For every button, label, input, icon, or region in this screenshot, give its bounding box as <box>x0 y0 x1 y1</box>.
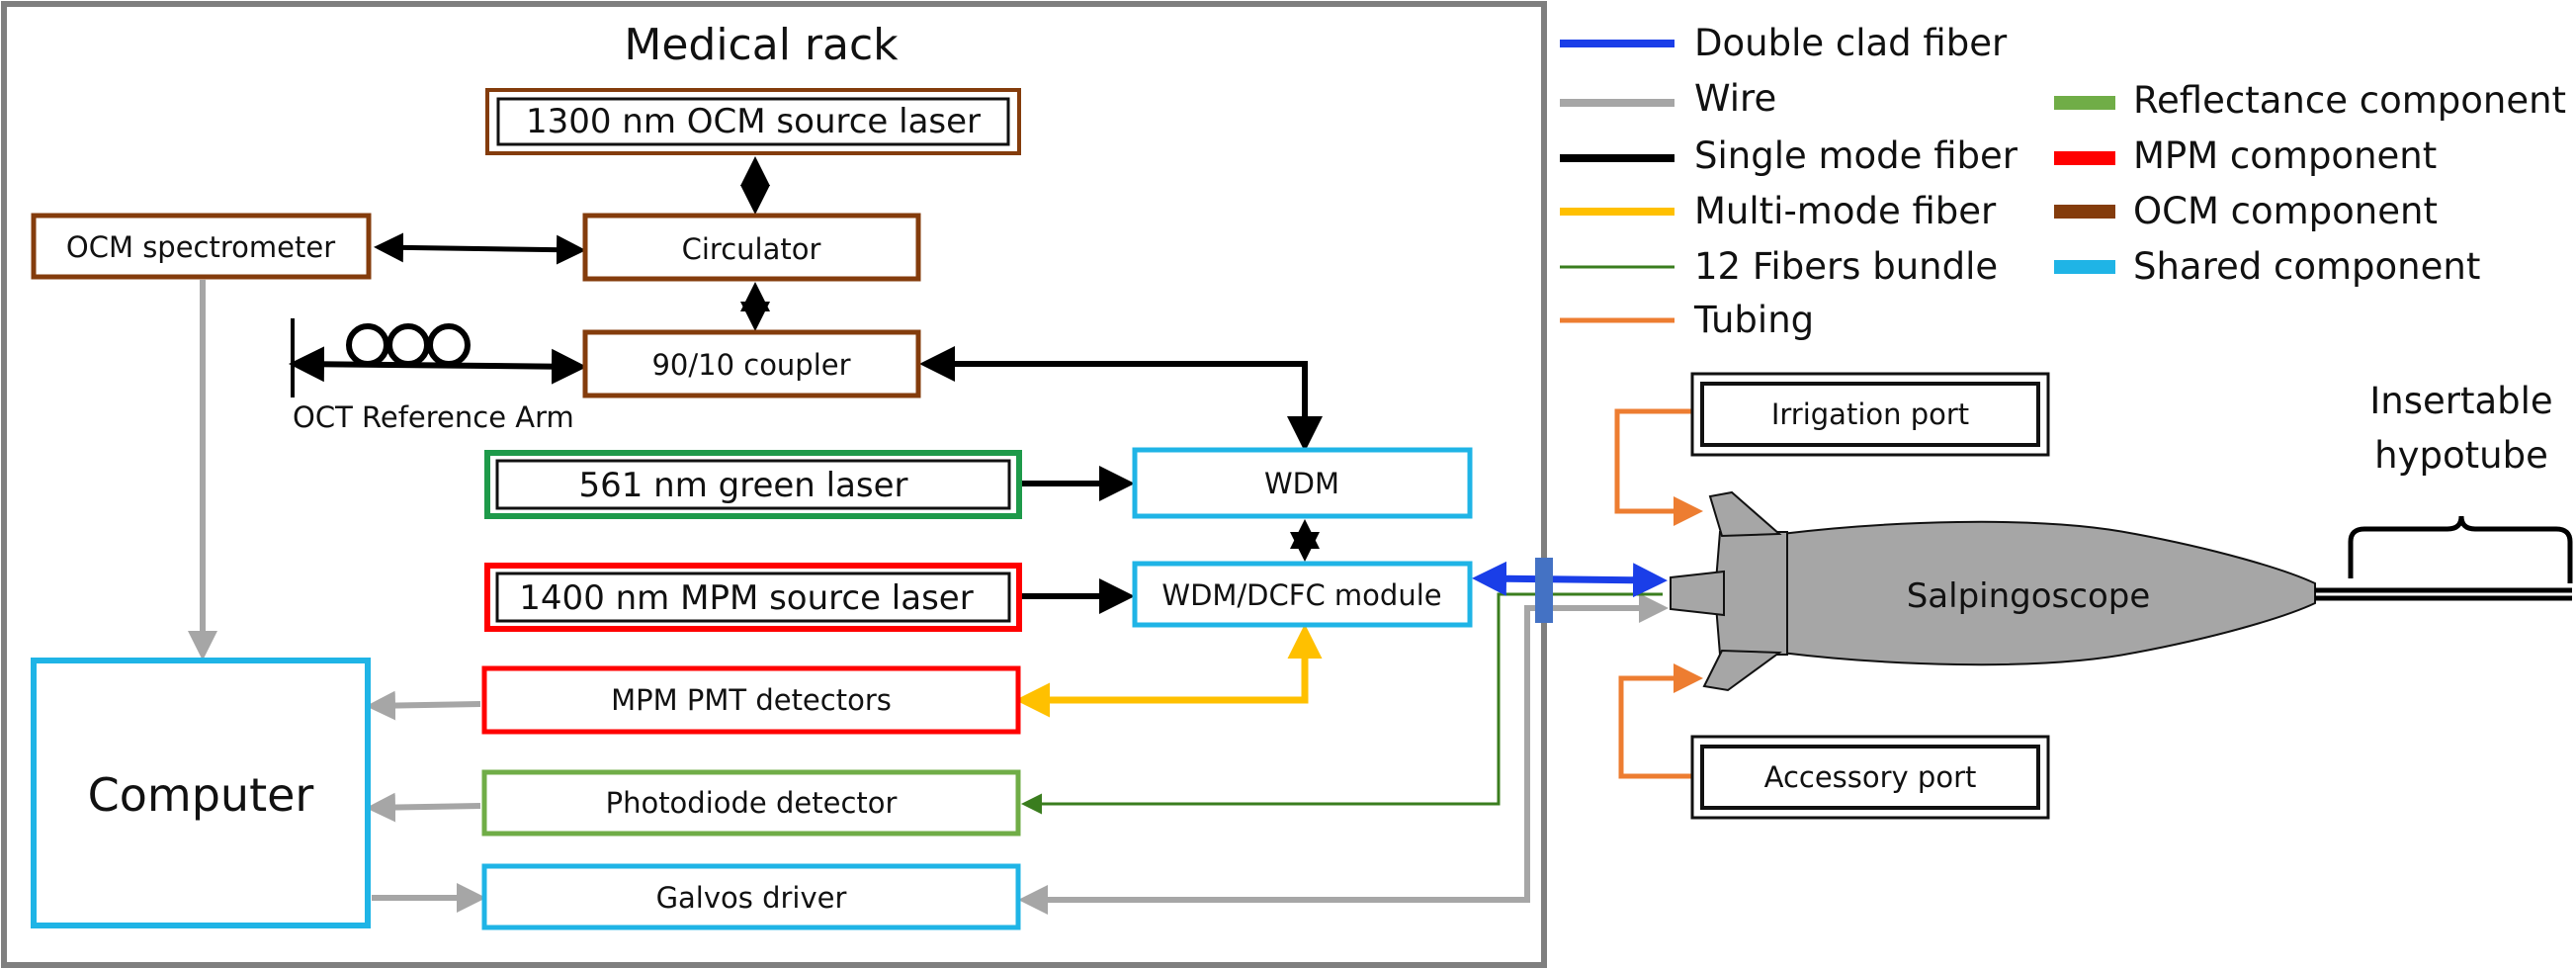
salpingoscope-nozzle <box>1670 570 1725 617</box>
salpingoscope <box>1670 490 2316 692</box>
oct-reference-arm <box>289 318 587 397</box>
box-wdm-dcfc: WDM/DCFC module <box>1132 561 1473 628</box>
salpingoscope-fin-top <box>1708 490 1782 538</box>
legend-label: Double clad fiber <box>1694 22 2008 64</box>
box-computer: Computer <box>31 658 371 928</box>
reference-arm-label: OCT Reference Arm <box>293 400 574 434</box>
svg-text:Galvos driver: Galvos driver <box>656 881 847 915</box>
box-irrigation-port: Irrigation port <box>1690 372 2050 457</box>
smf-coupler-wdm <box>919 346 1323 452</box>
hypotube-label-line1: Insertable <box>2369 380 2552 422</box>
fiber-loop <box>346 323 389 367</box>
wire-pmt-computer <box>366 690 481 721</box>
hypotube <box>2315 587 2572 601</box>
hypotube-label-line2: hypotube <box>2374 434 2548 477</box>
legend: Double clad fiber Wire Single mode fiber… <box>1560 22 2566 341</box>
wire-photodiode-computer <box>366 792 481 823</box>
rack-connector <box>1535 558 1553 623</box>
legend-label: Reflectance component <box>2133 79 2566 122</box>
mmf-wdmdcfc-pmt <box>1015 624 1323 718</box>
tubing-irrigation <box>1614 408 1703 526</box>
svg-text:90/10 coupler: 90/10 coupler <box>651 348 850 382</box>
svg-text:561 nm green laser: 561 nm green laser <box>578 466 907 505</box>
svg-text:1400 nm MPM source laser: 1400 nm MPM source laser <box>519 578 973 618</box>
svg-text:WDM/DCFC module: WDM/DCFC module <box>1161 578 1441 612</box>
svg-text:WDM: WDM <box>1264 467 1339 500</box>
salpingoscope-body <box>1780 520 2316 666</box>
svg-text:MPM PMT detectors: MPM PMT detectors <box>611 683 892 717</box>
fiber-loop <box>386 323 430 367</box>
legend-label: Multi-mode fiber <box>1694 190 1997 232</box>
legend-label: MPM component <box>2133 134 2437 177</box>
box-galvos-driver: Galvos driver <box>481 863 1021 930</box>
svg-text:Irrigation port: Irrigation port <box>1771 397 1969 431</box>
svg-text:Computer: Computer <box>88 768 314 822</box>
svg-text:1300 nm OCM source laser: 1300 nm OCM source laser <box>526 102 981 141</box>
box-circulator: Circulator <box>582 213 921 282</box>
tubing-accessory <box>1618 663 1703 779</box>
legend-label: Shared component <box>2133 245 2480 288</box>
svg-text:Circulator: Circulator <box>682 232 821 266</box>
svg-text:Accessory port: Accessory port <box>1764 760 1977 794</box>
fiber-loop <box>427 323 471 367</box>
svg-text:OCM spectrometer: OCM spectrometer <box>66 230 335 264</box>
salpingoscope-head <box>1713 531 1788 656</box>
box-ocm-source-laser: 1300 nm OCM source laser <box>485 88 1021 155</box>
legend-label: 12 Fibers bundle <box>1694 245 1998 288</box>
dcf-wdmdcfc-scope <box>1472 561 1668 598</box>
legend-label: Tubing <box>1693 299 1814 341</box>
legend-label: Single mode fiber <box>1694 134 2018 177</box>
box-accessory-port: Accessory port <box>1690 735 2050 820</box>
medical-rack-frame <box>1 1 1547 968</box>
salpingoscope-fin-bottom <box>1702 649 1782 692</box>
legend-label: Wire <box>1694 77 1776 120</box>
legend-label: OCM component <box>2133 190 2438 232</box>
rack-title: Medical rack <box>624 20 899 70</box>
smf-spectrometer-circulator <box>374 232 586 265</box>
box-green-laser: 561 nm green laser <box>484 450 1022 519</box>
hypotube-brace <box>2348 515 2573 583</box>
svg-text:Photodiode detector: Photodiode detector <box>606 786 898 820</box>
box-ocm-spectrometer: OCM spectrometer <box>31 213 372 280</box>
box-coupler: 90/10 coupler <box>582 329 921 398</box>
wire-scope-galvos <box>1018 593 1669 915</box>
box-pmt-detectors: MPM PMT detectors <box>481 665 1021 735</box>
box-photodiode-detector: Photodiode detector <box>481 769 1021 837</box>
box-wdm: WDM <box>1132 447 1473 519</box>
salpingoscope-label: Salpingoscope <box>1907 576 2151 616</box>
box-mpm-source-laser: 1400 nm MPM source laser <box>484 563 1022 632</box>
